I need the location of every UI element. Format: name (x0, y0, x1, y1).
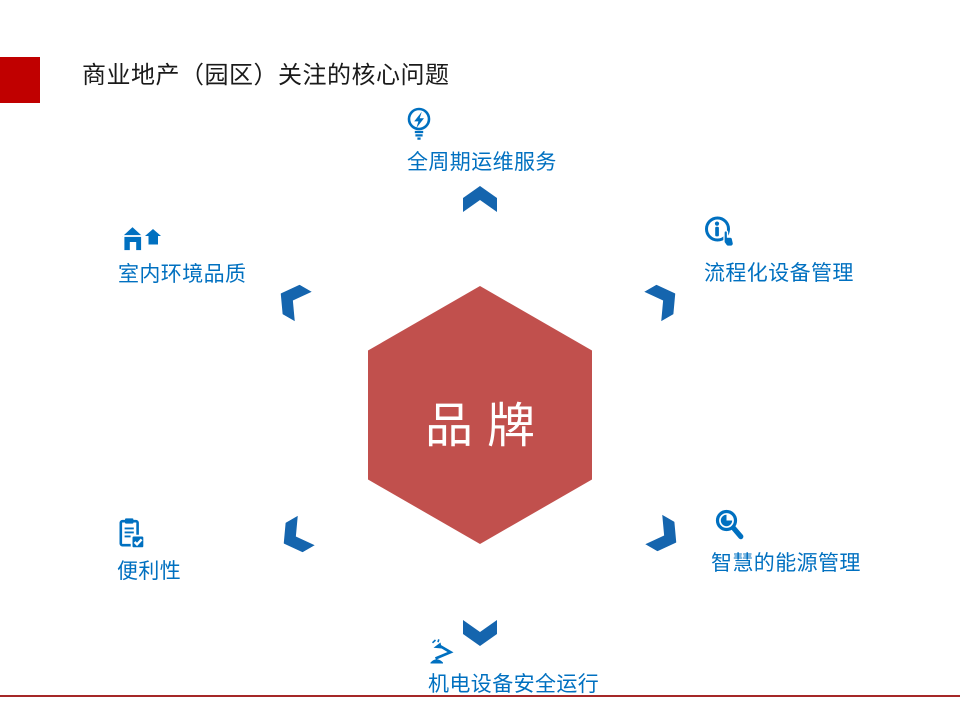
item-label: 流程化设备管理 (704, 262, 854, 285)
item-smart-energy: 智慧的能源管理 (711, 509, 861, 575)
magnifier-icon (714, 509, 861, 547)
hexagon-shape (368, 286, 592, 544)
houses-icon (117, 224, 246, 257)
chevron-upper-right-icon (644, 284, 676, 322)
hexagon-center-label: 品牌 (424, 400, 549, 453)
item-convenience: 便利性 (117, 517, 181, 583)
item-indoor-environment: 室内环境品质 (117, 224, 247, 286)
page-title: 商业地产（园区）关注的核心问题 (82, 62, 450, 89)
item-label: 智慧的能源管理 (711, 552, 861, 575)
info-click-icon (704, 215, 854, 257)
clipboard-check-icon (117, 517, 181, 555)
footer-divider-line (0, 695, 960, 697)
chevron-up-icon (463, 186, 497, 212)
desk-lamp-icon (429, 639, 599, 669)
item-label: 全周期运维服务 (407, 151, 557, 174)
item-label: 机电设备安全运行 (428, 673, 600, 696)
item-label: 室内环境品质 (118, 263, 247, 286)
item-equipment-safety: 机电设备安全运行 (428, 639, 599, 696)
lightbulb-bolt-icon (407, 107, 557, 146)
chevron-down-icon (463, 620, 497, 646)
chevron-lower-left-icon (283, 515, 315, 553)
chevron-lower-right-icon (645, 514, 677, 552)
chevron-upper-left-icon (280, 284, 312, 322)
item-process-equipment: 流程化设备管理 (704, 215, 854, 285)
title-accent-square (0, 57, 40, 103)
item-label: 便利性 (117, 560, 182, 583)
item-full-cycle-service: 全周期运维服务 (407, 107, 557, 174)
